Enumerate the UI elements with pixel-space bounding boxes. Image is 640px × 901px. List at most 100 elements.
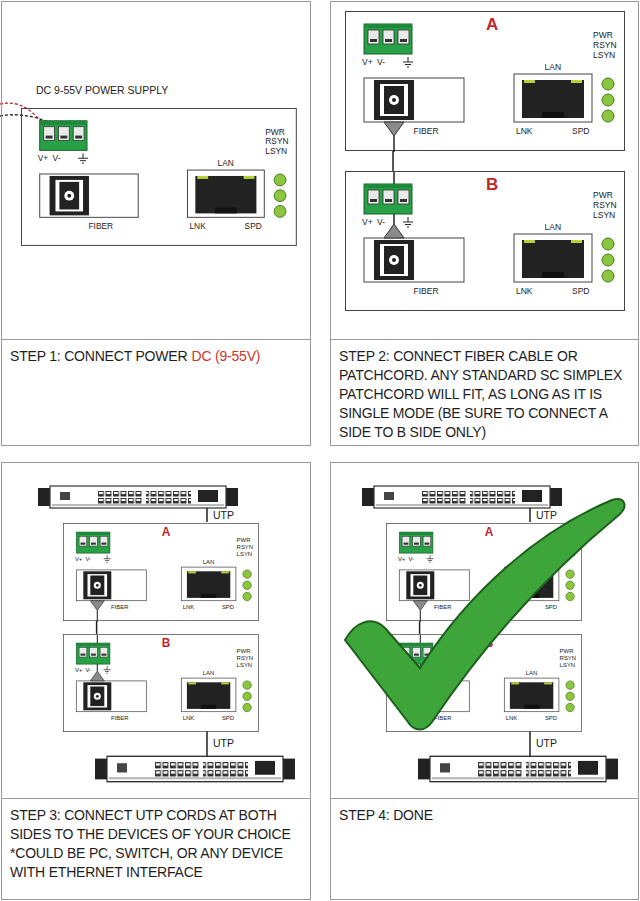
terminal-label: V- [377,57,385,67]
led-label: RSYN [560,654,577,661]
utp-cable [206,508,208,522]
led-label: SPD [222,715,234,722]
status-led [274,174,286,186]
sc-ferrule [96,695,99,698]
fiber-stub [393,136,395,152]
panel-divider [2,798,310,799]
ground-symbol [427,555,434,562]
terminal-slot [425,543,430,545]
fiber-port [364,78,464,122]
terminal-slot [370,199,377,202]
led-label: SPD [545,715,557,722]
jack-led [197,176,208,179]
cable-label: UTP [535,737,558,749]
terminal-slot [46,136,53,139]
terminal-block [364,184,412,214]
terminal-screw [368,190,379,204]
side-letter: A [486,15,498,34]
sc-ferrule [67,194,71,198]
terminal-screw [44,127,55,141]
utp-cable [529,508,531,522]
step-panel: STEP 1: CONNECT POWERDC (9-55V)V+V-FIBER… [1,1,311,446]
fiber-stub [420,611,421,622]
terminal-slot [75,136,82,139]
jack-led [544,682,552,684]
sc-connector [411,574,431,596]
led-label: LNK [183,715,195,722]
terminal-screw [58,127,69,141]
status-led [566,592,574,600]
jack-led [244,176,255,179]
sc-ferrule [389,95,399,105]
status-led [566,703,574,711]
port-label: LAN [203,559,215,566]
sc-ferrule [392,258,396,262]
lan-port [187,170,264,217]
jack-notch [201,594,216,598]
network-switch [38,486,238,508]
media-converter: BV+V-FIBERLANLNKSPDPWRRSYNLSYN [63,634,259,732]
status-led [243,581,251,589]
ground-symbol [403,57,413,67]
terminal-screw [383,30,394,44]
status-led [602,238,614,250]
led-label: LSYN [560,661,576,668]
led-label: RSYN [265,137,288,147]
status-led [602,254,614,266]
cable-label: UTP [212,737,235,749]
terminal-screw [413,536,421,546]
terminal-label: V- [53,153,61,163]
network-switch [362,486,562,508]
led-label: LNK [506,715,518,722]
sc-connector [384,86,404,114]
terminal-screw [79,647,87,657]
step-panel: STEP 3: CONNECT UTP CORDS AT BOTH SIDES … [1,462,311,900]
caption-box: STEP 2: CONNECT FIBER CABLE OR PATCHCORD… [339,347,632,442]
ground-symbol [403,217,413,227]
status-led [243,692,251,700]
status-led [243,592,251,600]
ground-symbol [104,666,111,673]
panel-divider [331,339,638,340]
jack-notch [542,272,564,278]
sc-ferrule [392,98,396,102]
port-label: FIBER [434,604,452,611]
rj45-jack [522,80,584,118]
led-label: RSYN [593,200,617,210]
fiber-cable [392,151,394,171]
rj45-jack [187,571,230,598]
port-label: FIBER [111,604,129,611]
status-led [566,570,574,578]
terminal-slot [400,199,407,202]
led-label: PWR [237,536,251,543]
media-converter: AV+V-FIBERLANLNKSPDPWRRSYNLSYN [63,523,259,621]
jack-led [571,240,582,243]
jack-led [524,80,535,83]
terminal-label: V- [408,555,414,562]
port-label: FIBER [111,715,129,722]
terminal-slot [400,39,407,42]
lan-port [504,678,559,712]
terminal-screw [398,30,409,44]
jack-led [221,682,229,684]
lan-port [181,567,236,601]
caption-box: STEP 3: CONNECT UTP CORDS AT BOTH SIDES … [10,806,304,882]
utp-cable [206,731,208,756]
jack-notch [524,705,539,709]
rj45-jack [510,682,553,709]
led-label: RSYN [237,654,254,661]
terminal-top [40,121,87,125]
cable-label: UTP [212,509,235,521]
led-label: SPD [572,126,589,136]
terminal-slot [404,543,409,545]
terminal-slot [91,543,96,545]
status-led [602,94,614,106]
lan-port [181,678,236,712]
terminal-top [76,532,110,535]
status-led [274,206,286,218]
port-label: FIBER [414,286,439,296]
terminal-screw [402,536,410,546]
panel-divider [331,798,638,799]
network-switch [418,756,618,781]
terminal-slot [385,39,392,42]
